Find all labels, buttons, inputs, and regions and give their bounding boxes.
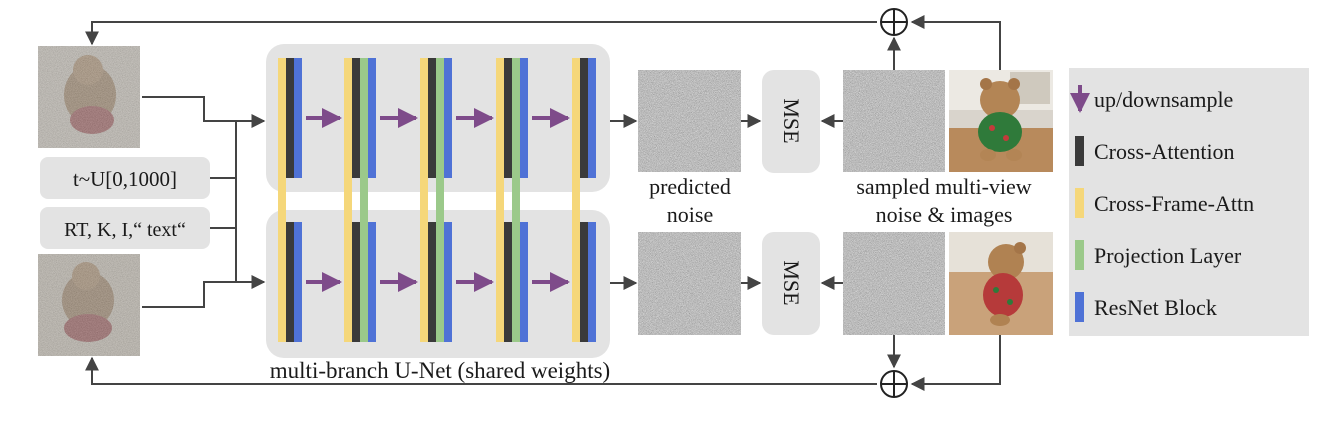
unet-caption: multi-branch U-Net (shared weights) (270, 358, 610, 383)
conditioning-box (40, 207, 210, 249)
legend-label-cross-attention: Cross-Attention (1094, 139, 1235, 164)
legend-panel (1069, 68, 1309, 336)
legend-items: up/downsampleCross-AttentionCross-Frame-… (1070, 85, 1254, 322)
noisy-input-image-bottom (38, 254, 140, 356)
mse-label-top: MSE (779, 98, 804, 143)
legend-label-resnet-block: ResNet Block (1094, 295, 1217, 320)
sampled-noise-top (843, 70, 945, 172)
resnet-block-bar (444, 222, 452, 342)
cross-frame-attn-bar (344, 58, 352, 342)
mse-box-bottom (762, 232, 820, 335)
cross-attention-bar (286, 58, 294, 178)
sum-node-bottom (880, 370, 908, 398)
cross-frame-attn-bar (420, 58, 428, 342)
resnet-block-bar (368, 222, 376, 342)
cross-attention-bar (428, 222, 436, 342)
sampled-noise-bottom (843, 232, 945, 335)
legend-swatch-cross-attention (1075, 136, 1084, 166)
cross-attention-bar (352, 222, 360, 342)
cross-attention-bar (580, 58, 588, 178)
sampled-image-top (949, 70, 1053, 172)
mse-box-top (762, 70, 820, 173)
timestep-label: t~U[0,1000] (73, 167, 177, 191)
resnet-block-bar (444, 58, 452, 178)
cross-frame-attn-bar (572, 58, 580, 342)
legend-swatch-resnet-block (1075, 292, 1084, 322)
timestep-box (40, 157, 210, 199)
legend-swatch-projection-layer (1075, 240, 1084, 270)
legend-label-cross-frame-attn: Cross-Frame-Attn (1094, 191, 1254, 216)
resnet-block-bar (294, 222, 302, 342)
sampled-image-bottom (949, 232, 1053, 335)
legend-swatch-cross-frame-attn (1075, 188, 1084, 218)
legend-label-up-downsample: up/downsample (1094, 87, 1233, 112)
cross-attention-bar (428, 58, 436, 178)
predicted-label-2: noise (667, 202, 713, 227)
cross-attention-bar (580, 222, 588, 342)
unet-layers (278, 58, 596, 342)
projection-layer-bar (436, 58, 444, 342)
resnet-block-bar (520, 58, 528, 178)
predicted-noise-bottom (638, 232, 741, 335)
sum-node-top (880, 8, 908, 36)
predicted-noise-top (638, 70, 741, 172)
mse-label-bottom: MSE (779, 260, 804, 305)
cross-frame-attn-bar (278, 58, 286, 342)
noisy-input-image-top (38, 46, 140, 148)
resnet-block-bar (588, 222, 596, 342)
legend-label-projection-layer: Projection Layer (1094, 243, 1242, 268)
cross-attention-bar (504, 222, 512, 342)
projection-layer-bar (360, 58, 368, 342)
predicted-label-1: predicted (649, 174, 731, 199)
conditioning-label: RT, K, I,“ text“ (64, 219, 186, 241)
sampled-label-2: noise & images (876, 202, 1013, 227)
cross-attention-bar (352, 58, 360, 178)
cross-frame-attn-bar (496, 58, 504, 342)
input-connectors (142, 96, 266, 308)
sampled-label-1: sampled multi-view (856, 174, 1031, 199)
projection-layer-bar (512, 58, 520, 342)
resnet-block-bar (588, 58, 596, 178)
cross-attention-bar (504, 58, 512, 178)
resnet-block-bar (294, 58, 302, 178)
cross-attention-bar (286, 222, 294, 342)
resnet-block-bar (520, 222, 528, 342)
resnet-block-bar (368, 58, 376, 178)
flow-arrows (85, 15, 1001, 391)
